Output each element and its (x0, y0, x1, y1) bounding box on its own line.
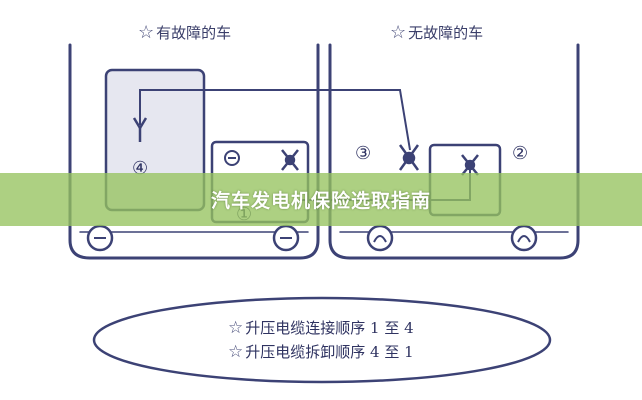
negative-terminal-icon (224, 150, 240, 166)
title-banner: 汽车发电机保险选取指南 (0, 173, 642, 226)
star-icon: ☆ (228, 342, 244, 362)
instruction-connect-text: 升压电缆连接顺序 1 至 4 (245, 319, 414, 337)
instruction-disconnect-text: 升压电缆拆卸顺序 4 至 1 (245, 343, 414, 361)
healthy-car-caption-text: 无故障的车 (408, 24, 484, 42)
clamp-4-icon (132, 117, 148, 142)
healthy-car-wheel-right (510, 224, 538, 252)
healthy-car-wheel-left (366, 224, 394, 252)
healthy-car-body (328, 43, 580, 260)
instruction-connect: ☆升压电缆连接顺序 1 至 4 (228, 317, 414, 338)
clamp-1-icon (281, 149, 299, 171)
instruction-disconnect: ☆升压电缆拆卸顺序 4 至 1 (228, 341, 414, 362)
faulty-car-body (68, 43, 320, 260)
faulty-car-caption-text: 有故障的车 (156, 24, 232, 42)
star-icon: ☆ (390, 22, 407, 43)
faulty-car-caption: ☆有故障的车 (138, 22, 231, 43)
banner-title: 汽车发电机保险选取指南 (210, 190, 431, 212)
star-icon: ☆ (228, 318, 244, 338)
healthy-car-caption: ☆无故障的车 (390, 22, 483, 43)
label-2: ② (512, 143, 529, 164)
label-3: ③ (355, 143, 372, 164)
booster-cable-negative (139, 89, 411, 151)
clamp-2-icon (461, 154, 479, 176)
instruction-ellipse (92, 296, 552, 384)
star-icon: ☆ (138, 22, 155, 43)
clamp-3-icon (398, 144, 420, 171)
